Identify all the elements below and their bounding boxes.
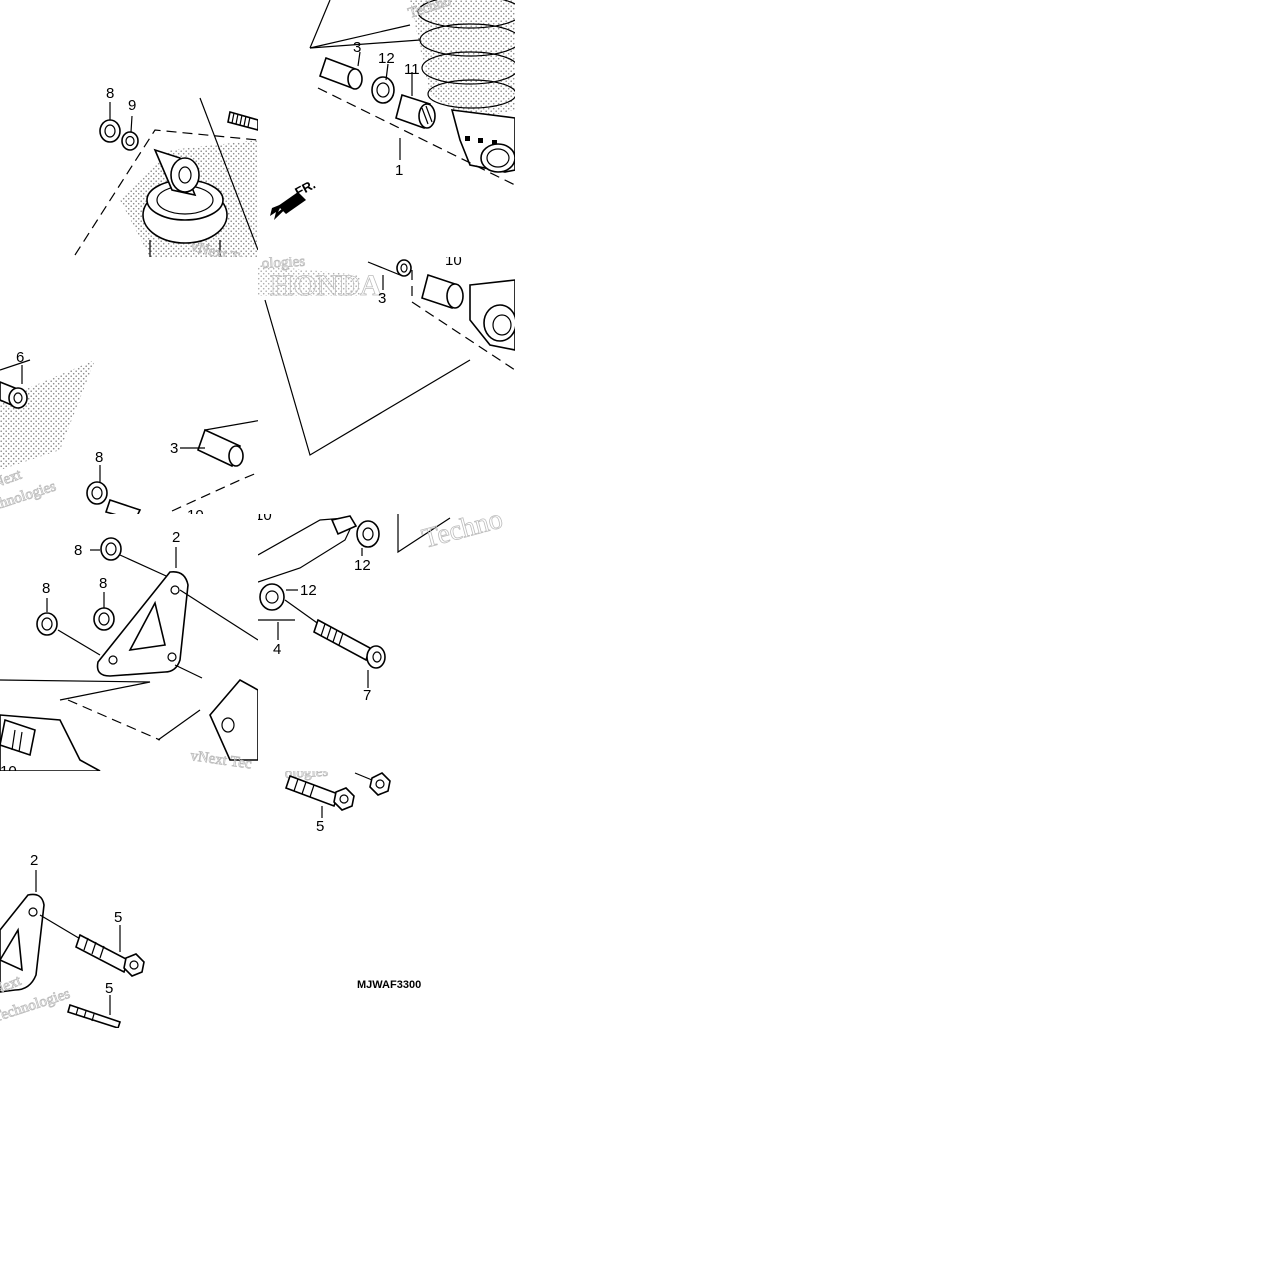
seal-12 xyxy=(371,76,395,104)
collar-6 xyxy=(0,381,28,409)
link-arm-upper xyxy=(469,279,515,351)
svg-text:vNext Tec: vNext Tec xyxy=(189,748,253,772)
tile-shock-upper: 3 12 11 1 FR. Techno xyxy=(270,0,515,220)
front-direction-arrow-icon: FR. xyxy=(270,177,318,220)
shock-top-eye xyxy=(142,148,228,257)
nut-8 xyxy=(86,481,108,505)
callout-12: 12 xyxy=(300,582,317,599)
callout-12: 12 xyxy=(378,50,395,67)
bearing-10 xyxy=(421,273,464,310)
callout-3: 3 xyxy=(170,440,178,457)
callout-10: 10 xyxy=(255,507,272,524)
bolt-5 xyxy=(75,933,145,977)
callout-12: 12 xyxy=(354,557,371,574)
callout-8: 8 xyxy=(99,575,107,592)
callout-6: 6 xyxy=(16,349,24,366)
callout-11: 11 xyxy=(404,61,420,78)
shock-spring-shading xyxy=(410,0,515,120)
tile-link-lower: 12 12 4 7 10 Techno xyxy=(255,504,506,704)
mounting-plate-2 xyxy=(96,570,189,677)
nut-8a xyxy=(100,537,122,561)
tile-plate-lower: 2 5 5 Next Technologies xyxy=(0,852,145,1028)
tile-link-pivot: 6 3 12 8 10 Next chnologies xyxy=(0,349,287,524)
callout-7: 7 xyxy=(363,687,371,704)
callout-3: 3 xyxy=(353,39,361,56)
svg-text:ologies: ologies xyxy=(261,254,305,272)
tile-shock-top-mount: 8 9 vNext Tec xyxy=(74,85,258,257)
shock-eye xyxy=(480,143,515,173)
callout-3: 3 xyxy=(378,290,386,307)
svg-text:HONDA: HONDA xyxy=(270,269,382,302)
collar-3 xyxy=(197,428,244,468)
callout-10: 10 xyxy=(187,507,204,524)
socket-bolt-7 xyxy=(313,618,386,669)
seal-small xyxy=(396,259,412,277)
svg-text:ologies: ologies xyxy=(284,764,328,782)
bolt-5 xyxy=(284,774,355,811)
nut-8c xyxy=(93,607,115,631)
seal-12 xyxy=(260,420,284,448)
link-arm-lower xyxy=(0,678,258,771)
callout-12: 12 xyxy=(270,387,287,404)
nut-8b xyxy=(36,612,58,636)
callout-9: 9 xyxy=(128,97,136,114)
svg-text:Techno: Techno xyxy=(419,504,506,555)
callout-4: 4 xyxy=(273,641,281,658)
callout-8: 8 xyxy=(74,542,82,559)
callout-1: 1 xyxy=(395,162,403,179)
bearing-11 xyxy=(395,93,436,130)
tile-plate-mount: 8 2 8 8 xyxy=(0,529,258,780)
bolt-head xyxy=(354,772,391,796)
callout-5: 5 xyxy=(316,818,324,835)
callout-10: 10 xyxy=(445,252,462,269)
callout-2: 2 xyxy=(172,529,180,546)
seal-12b xyxy=(259,583,285,611)
callout-8: 8 xyxy=(95,449,103,466)
callout-8: 8 xyxy=(42,580,50,597)
washer-9 xyxy=(121,131,139,151)
threaded-stud xyxy=(227,110,258,131)
seal-12a xyxy=(356,520,380,548)
figure-code: MJWAF3300 xyxy=(357,979,421,991)
callout-5: 5 xyxy=(105,980,113,997)
nut-8 xyxy=(99,119,121,143)
tile-bolts: ologies 5 MJWAF3300 xyxy=(284,764,421,991)
callout-10: 10 xyxy=(0,763,17,780)
mounting-plate-2 xyxy=(0,893,45,993)
callout-8: 8 xyxy=(106,85,114,102)
collar-3 xyxy=(318,56,363,90)
callout-5: 5 xyxy=(114,909,122,926)
tile-link-upper: ologies HONDA 3 10 xyxy=(258,252,515,456)
callout-2: 2 xyxy=(30,852,38,869)
